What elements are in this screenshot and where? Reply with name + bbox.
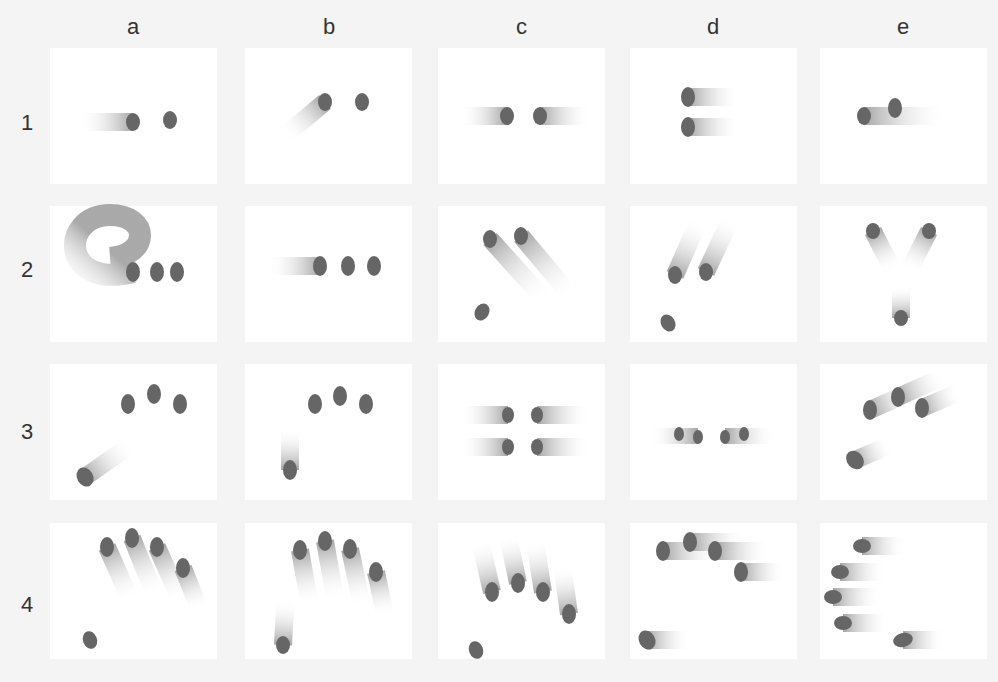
- row-number: 1: [21, 112, 33, 134]
- row-number: 4: [21, 594, 33, 616]
- panels: [50, 48, 987, 659]
- column-letter: d: [707, 16, 719, 38]
- column-letter: b: [323, 16, 335, 38]
- dots: [73, 87, 936, 661]
- column-letter: a: [127, 16, 139, 38]
- column-letter: c: [516, 16, 527, 38]
- column-letter: e: [897, 16, 909, 38]
- motion-trails: [75, 88, 963, 649]
- row-number: 2: [21, 259, 33, 281]
- row-number: 3: [21, 421, 33, 443]
